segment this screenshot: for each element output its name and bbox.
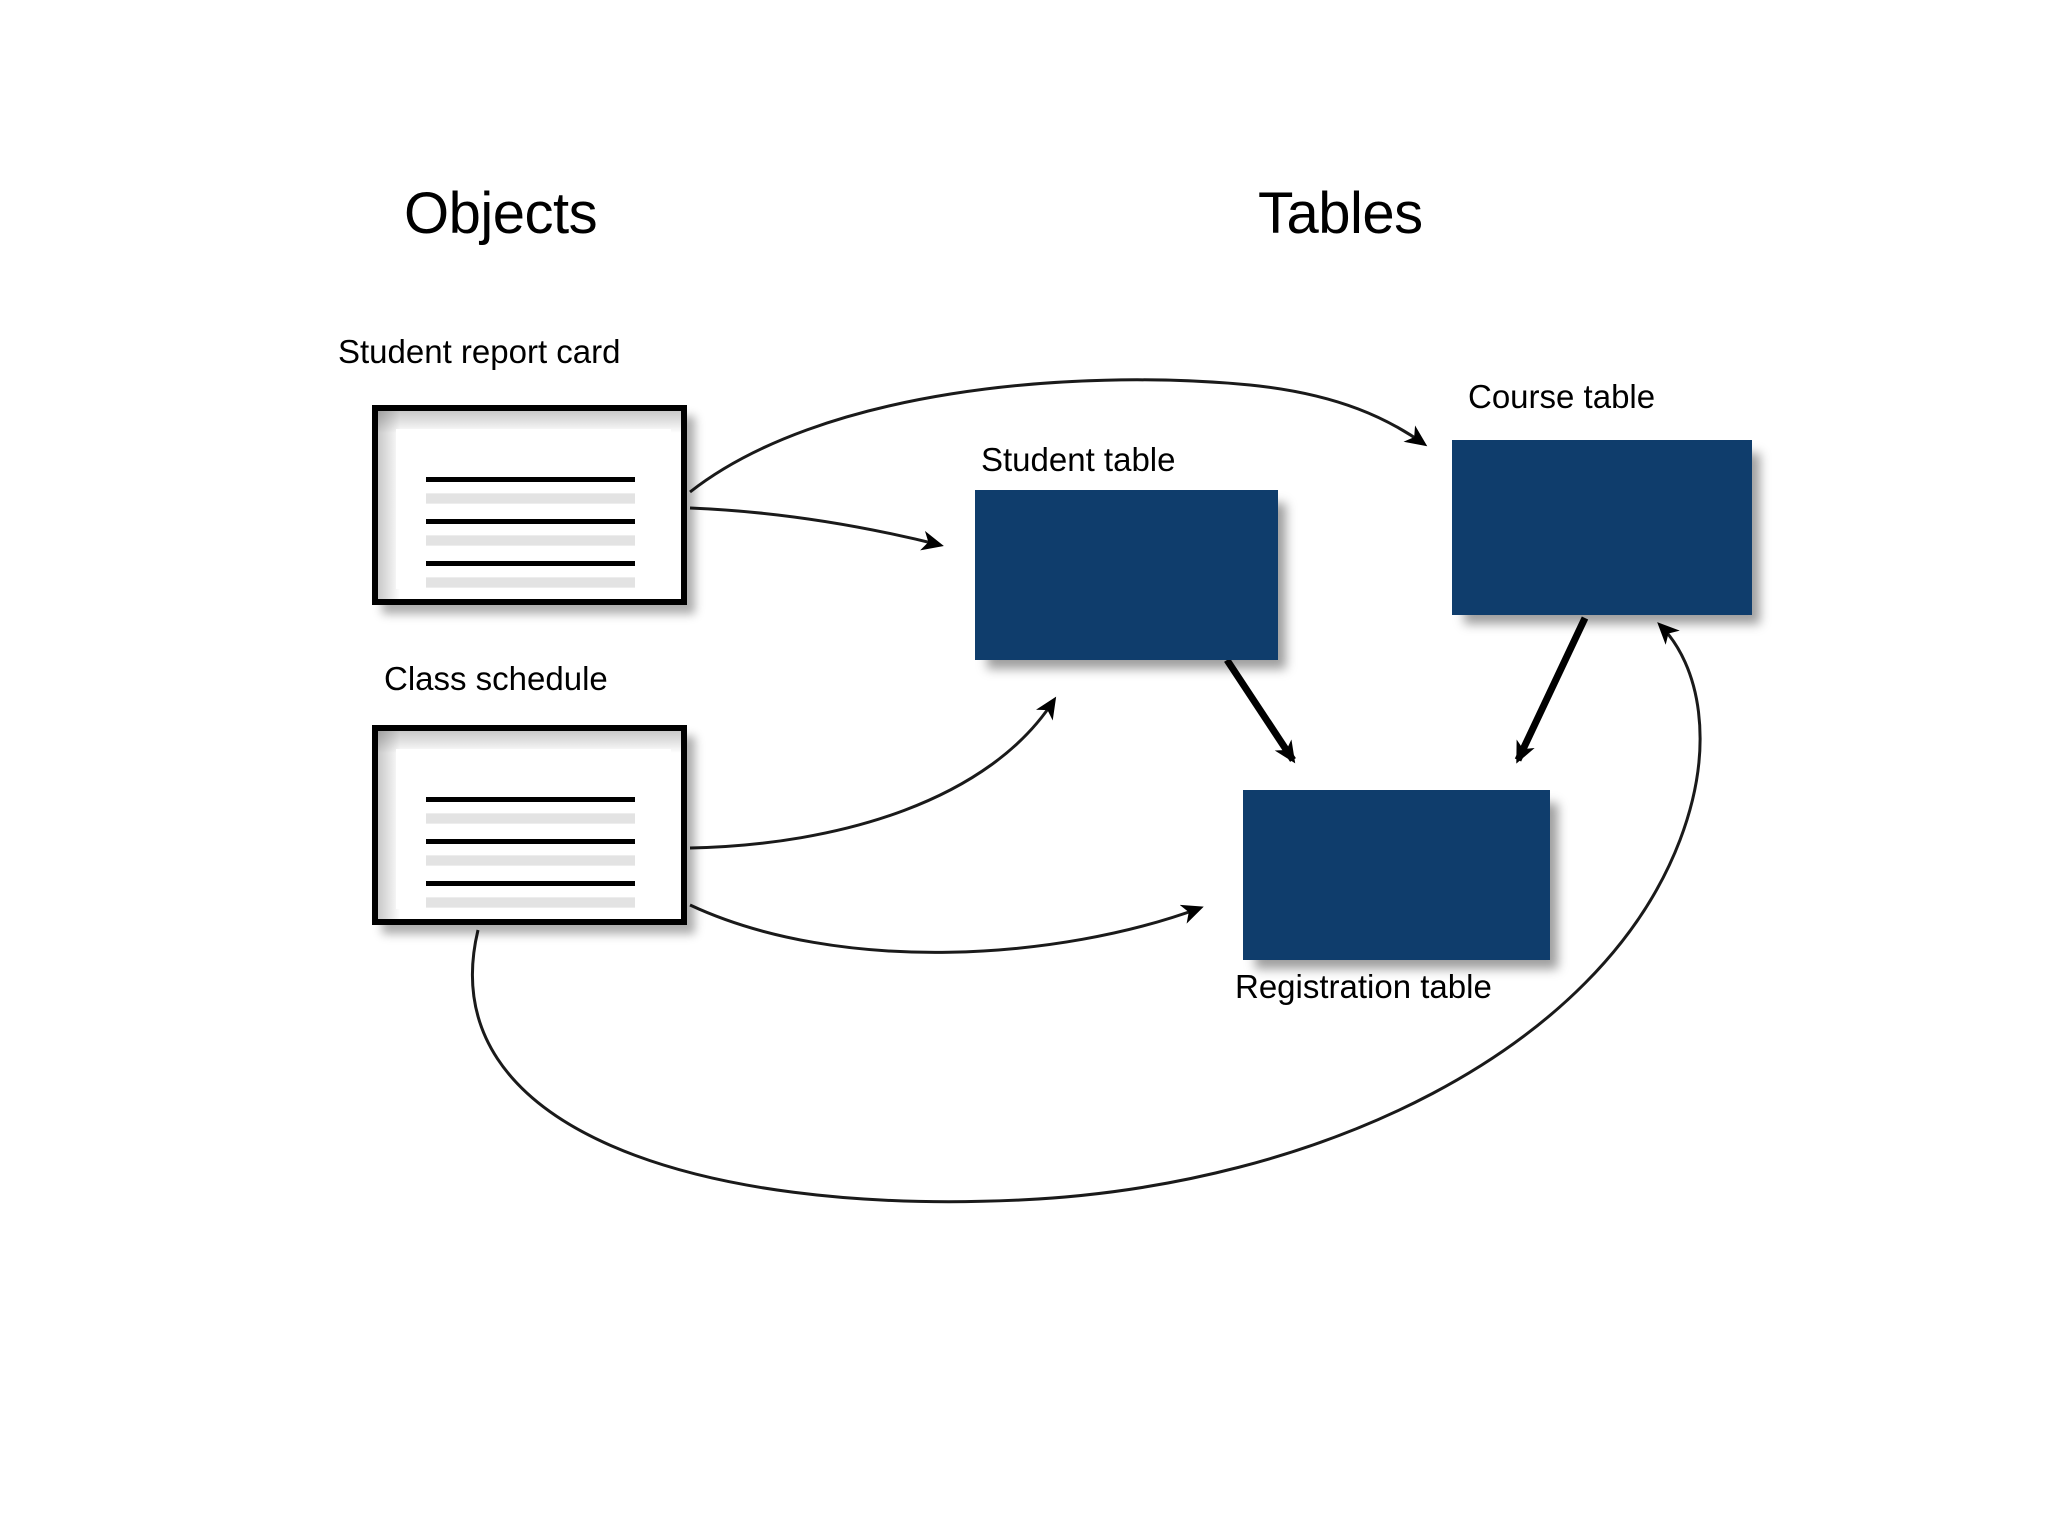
rule-dark <box>426 477 635 482</box>
table-box-registration-table[interactable] <box>1243 790 1550 960</box>
label-course-table: Course table <box>1468 378 1656 415</box>
label-student-table: Student table <box>981 441 1176 478</box>
document-lines-icon <box>426 797 635 925</box>
rule-light <box>426 897 635 908</box>
rule-dark <box>426 519 635 524</box>
connector-student-table-to-registration-table <box>1224 658 1296 764</box>
label-student-report-card: Student report card <box>338 333 621 370</box>
document-lines-icon <box>426 477 635 605</box>
column-heading-objects: Objects <box>404 181 598 246</box>
object-card-student-report-card[interactable] <box>372 405 687 605</box>
connector-report-card-to-student-table <box>689 506 944 551</box>
rule-light <box>426 855 635 866</box>
object-card-class-schedule[interactable] <box>372 725 687 925</box>
rule-light <box>426 493 635 504</box>
rule-light <box>426 535 635 546</box>
label-class-schedule: Class schedule <box>384 660 608 697</box>
column-heading-tables: Tables <box>1258 181 1423 246</box>
rule-dark <box>426 839 635 844</box>
rule-dark <box>426 603 635 605</box>
connector-class-schedule-to-registration-table <box>689 903 1204 954</box>
rule-dark <box>426 797 635 802</box>
rule-dark <box>426 561 635 566</box>
table-box-student-table[interactable] <box>975 490 1278 660</box>
label-registration-table: Registration table <box>1235 968 1492 1005</box>
connector-class-schedule-to-student-table <box>689 696 1057 850</box>
table-box-course-table[interactable] <box>1452 440 1752 615</box>
rule-dark <box>426 881 635 886</box>
connector-course-table-to-registration-table <box>1514 616 1589 764</box>
rule-light <box>426 813 635 824</box>
rule-dark <box>426 923 635 925</box>
rule-light <box>426 577 635 588</box>
